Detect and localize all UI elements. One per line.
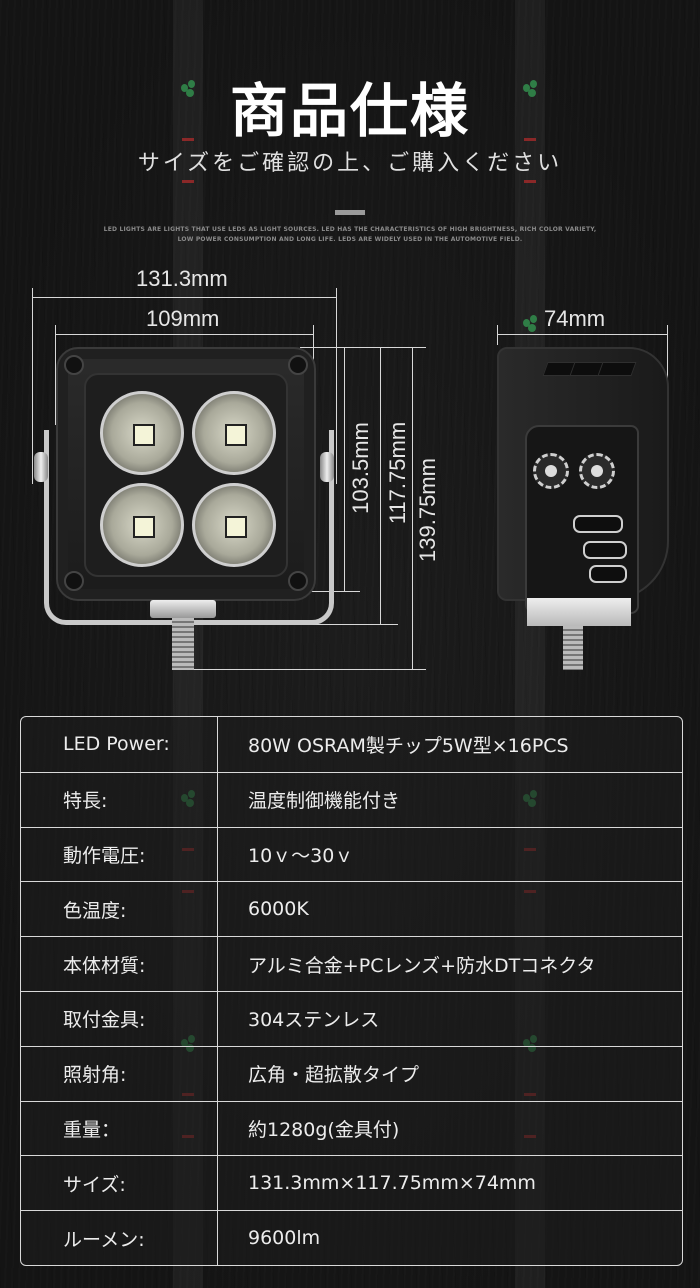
mount-bolt xyxy=(172,618,194,670)
side-mount-base xyxy=(527,598,631,626)
leaf-icon xyxy=(181,80,195,100)
table-row: 重量： 約1280g(金具付) xyxy=(21,1100,682,1156)
spec-table: LED Power: 80W OSRAM製チップ5W型×16PCS 特長: 温度… xyxy=(20,716,683,1266)
table-row: 色温度: 6000K xyxy=(21,881,682,937)
lamp-front-view xyxy=(56,347,316,601)
spec-value: 10ｖ～30ｖ xyxy=(248,844,354,867)
bracket-knob-left xyxy=(34,452,48,482)
spec-label: 動作電圧: xyxy=(21,827,218,882)
divider xyxy=(335,210,365,215)
mount-plate xyxy=(150,600,216,618)
spec-value: 広角・超拡散タイプ xyxy=(248,1064,420,1087)
spec-value: 80W OSRAM製チップ5W型×16PCS xyxy=(248,734,569,757)
spec-label: 特長: xyxy=(21,772,218,827)
table-row: ルーメン: 9600lm xyxy=(21,1210,682,1265)
table-row: 動作電圧: 10ｖ～30ｖ xyxy=(21,826,682,882)
spec-label: 本体材質: xyxy=(21,937,218,991)
spec-value: 131.3mm×117.75mm×74mm xyxy=(248,1172,536,1195)
spec-label: 重量： xyxy=(21,1101,218,1156)
dim-overall-width-line xyxy=(32,297,337,298)
spec-label: サイズ: xyxy=(21,1156,218,1211)
spec-value: 9600lm xyxy=(248,1227,321,1250)
watermark-logo xyxy=(515,80,545,280)
led-lens xyxy=(192,391,276,475)
spec-label: ルーメン: xyxy=(21,1211,218,1265)
table-row: 特長: 温度制御機能付き xyxy=(21,771,682,827)
dim-body-height-label: 103.5mm xyxy=(348,422,373,514)
dim-body-width-label: 109mm xyxy=(146,306,220,331)
dim-body-height-line xyxy=(344,347,345,592)
page-title: 商品仕様 xyxy=(229,77,470,145)
page-subtitle: サイズをご確認の上、ご購入ください xyxy=(137,151,563,176)
table-row: LED Power: 80W OSRAM製チップ5W型×16PCS xyxy=(21,717,682,772)
spec-label: 照射角: xyxy=(21,1046,218,1101)
spec-value: アルミ合金+PCレンズ+防水DTコネクタ xyxy=(248,954,596,977)
dim-total-height-line xyxy=(412,347,413,670)
table-row: 本体材質: アルミ合金+PCレンズ+防水DTコネクタ xyxy=(21,936,682,991)
adjust-knob-icon xyxy=(533,453,569,489)
table-row: 取付金具: 304ステンレス xyxy=(21,990,682,1046)
led-lens xyxy=(100,391,184,475)
dim-body-width-line xyxy=(55,334,314,335)
spec-value: 304ステンレス xyxy=(248,1009,380,1032)
spec-label: 取付金具: xyxy=(21,991,218,1046)
spec-label: 色温度: xyxy=(21,882,218,937)
spec-value: 6000K xyxy=(248,898,309,921)
fine-print: LED LIGHTS ARE LIGHTS THAT USE LEDS AS L… xyxy=(103,226,597,243)
dim-bracket-height-line xyxy=(380,347,381,625)
dim-total-height-label: 139.75mm xyxy=(415,458,440,562)
spec-value: 約1280g(金具付) xyxy=(248,1118,400,1141)
table-row: サイズ: 131.3mm×117.75mm×74mm xyxy=(21,1155,682,1211)
dim-depth-line xyxy=(497,334,668,335)
led-lens xyxy=(100,483,184,567)
adjust-knob-icon xyxy=(579,453,615,489)
watermark-logo xyxy=(173,80,203,280)
spec-label: LED Power: xyxy=(21,717,218,772)
bracket-knob-right xyxy=(320,452,334,482)
side-bracket-plate xyxy=(525,425,639,614)
spec-value: 温度制御機能付き xyxy=(248,790,401,813)
table-row: 照射角: 広角・超拡散タイプ xyxy=(21,1045,682,1101)
dim-depth-label: 74mm xyxy=(544,306,606,331)
leaf-icon xyxy=(523,80,537,100)
led-lens xyxy=(192,483,276,567)
leaf-icon xyxy=(523,315,537,335)
side-mount-bolt xyxy=(563,626,583,670)
dim-bracket-height-label: 117.75mm xyxy=(385,421,410,525)
dim-overall-width-label: 131.3mm xyxy=(136,266,228,291)
